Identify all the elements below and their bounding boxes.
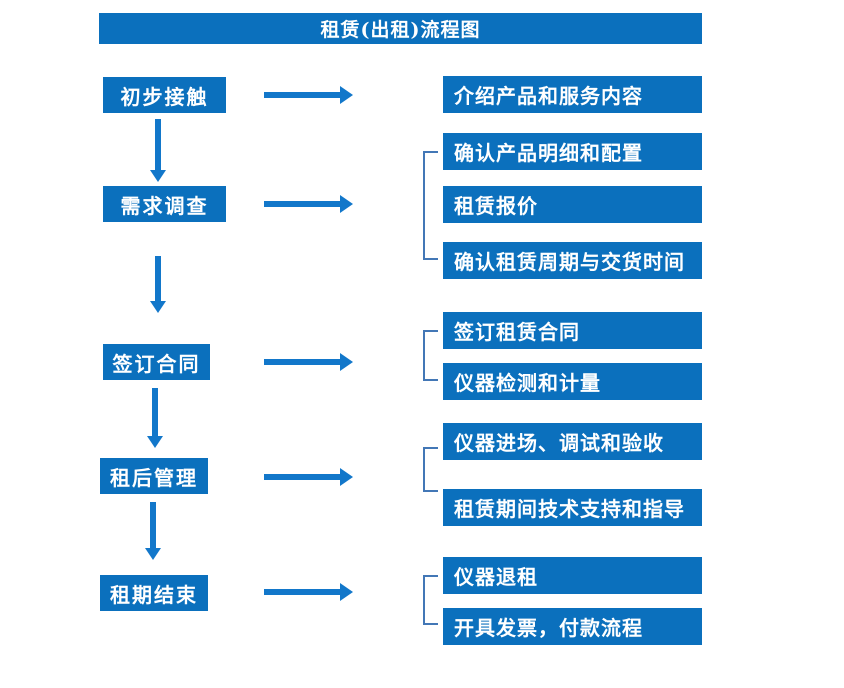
flow-arrow-down-icon [147,388,163,448]
arrow-shaft [264,201,341,207]
arrow-shaft [155,256,161,301]
flow-arrow-down-icon [150,256,166,313]
stage-box-initial-contact: 初步接触 [103,77,226,113]
flow-arrow-down-icon [150,119,166,182]
arrow-head [340,583,353,601]
arrow-head [150,301,166,313]
arrow-shaft [264,359,341,365]
detail-box: 仪器进场、调试和验收 [443,423,702,460]
stage-box-demand-survey: 需求调查 [103,186,226,222]
detail-box: 租赁期间技术支持和指导 [443,489,702,526]
arrow-head [340,353,353,371]
detail-box: 签订租赁合同 [443,312,702,349]
detail-box: 确认租赁周期与交货时间 [443,242,702,279]
arrow-shaft [264,474,341,480]
arrow-shaft [152,388,158,436]
arrow-shaft [155,119,161,170]
detail-box: 确认产品明细和配置 [443,133,702,170]
flow-arrow-right-icon [264,195,353,213]
bracket-connector [423,447,438,492]
stage-box-rental-end: 租期结束 [100,575,208,611]
detail-box: 仪器退租 [443,557,702,594]
arrow-shaft [150,502,156,548]
flow-arrow-right-icon [264,86,353,104]
flow-arrow-right-icon [264,583,353,601]
detail-box: 租赁报价 [443,186,702,223]
bracket-connector [423,151,438,260]
arrow-head [340,195,353,213]
stage-box-sign-contract: 签订合同 [103,344,210,380]
detail-box: 介绍产品和服务内容 [443,76,702,113]
bracket-connector [423,330,438,381]
arrow-head [147,436,163,448]
arrow-shaft [264,589,341,595]
flow-arrow-right-icon [264,353,353,371]
flow-arrow-down-icon [145,502,161,560]
bracket-connector [423,575,438,625]
flowchart-title: 租赁(出租)流程图 [99,13,702,44]
arrow-head [340,468,353,486]
arrow-head [145,548,161,560]
arrow-shaft [264,92,341,98]
arrow-head [150,170,166,182]
stage-box-post-rental-mgmt: 租后管理 [100,458,208,494]
detail-box: 仪器检测和计量 [443,363,702,400]
arrow-head [340,86,353,104]
flow-arrow-right-icon [264,468,353,486]
detail-box: 开具发票，付款流程 [443,608,702,645]
